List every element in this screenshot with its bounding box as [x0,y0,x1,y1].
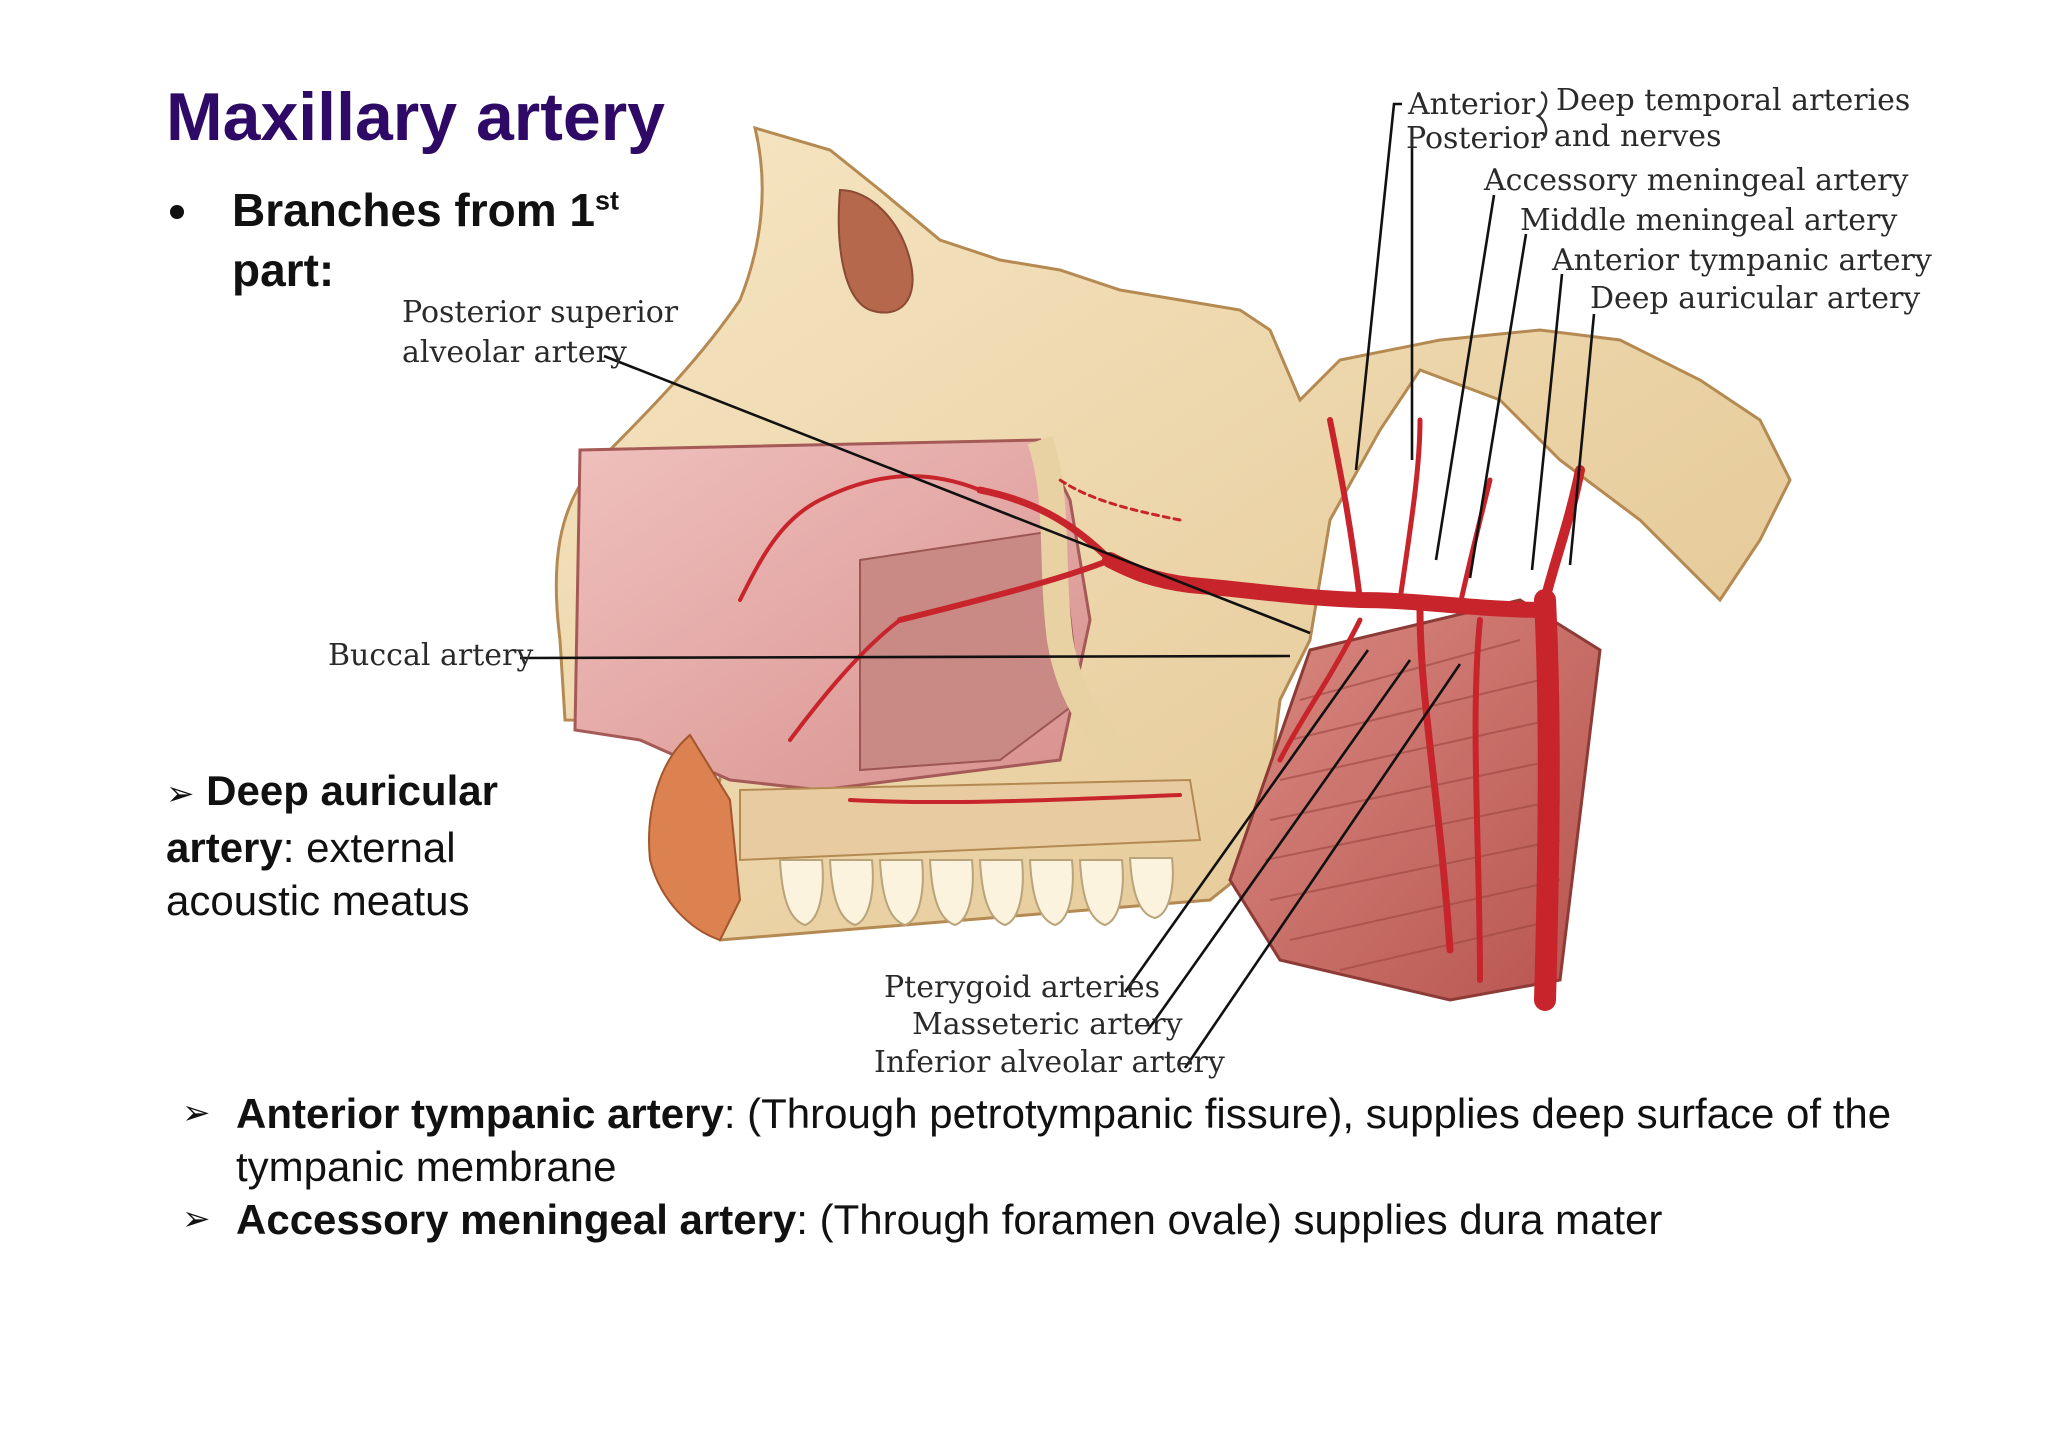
leader-lines [519,102,1596,1069]
arteries [738,417,1585,1011]
label-inferior-alveolar: Inferior alveolar artery [874,1045,1225,1080]
page-title: Maxillary artery [166,79,665,155]
superficial-temporal-artery [1540,465,1585,605]
teeth [778,857,1174,927]
label-anterior-tympanic: Anterior tympanic artery [1551,243,1932,278]
branches-heading-sup: st [595,185,620,216]
arrow-bullet: ➢ [182,1094,211,1132]
arrow-bullet: ➢ [182,1200,211,1238]
label-posterior-superior-1: Posterior superior [402,295,679,330]
label-posterior: Posterior [1406,121,1545,156]
label-pterygoid: Pterygoid arteries [884,970,1160,1005]
upper-lip [648,733,742,942]
frontal-sinus [837,188,914,314]
deep-auricular-note: ➢ Deep auricular artery: external acoust… [166,764,586,927]
deep-auricular-term-2: artery [166,824,283,871]
label-buccal: Buccal artery [328,638,533,673]
deep-auricular-rest-1: : external [282,824,456,871]
accessory-meningeal-term: Accessory meningeal artery [236,1196,797,1243]
deep-auricular-rest-2: acoustic meatus [166,877,470,924]
label-masseteric: Masseteric artery [912,1007,1183,1042]
label-deep-temporal-2: and nerves [1554,119,1721,154]
external-carotid-artery [1534,589,1560,1011]
branches-heading: Branches from 1st part: [232,180,732,300]
anterior-tympanic-term: Anterior tympanic artery [236,1090,724,1137]
label-posterior-superior-2: alveolar artery [402,335,627,370]
anterior-tympanic-note: ➢ Anterior tympanic artery: (Through pet… [182,1087,1902,1193]
bullet-dot [170,205,184,219]
label-accessory-meningeal: Accessory meningeal artery [1483,163,1908,198]
branches-heading-tail: part: [232,244,335,296]
brace [1535,90,1548,142]
arrow-bullet: ➢ [166,775,195,813]
label-anterior: Anterior [1407,87,1536,122]
anterior-tympanic-rest: : (Through petrotympanic fissure), suppl… [236,1090,1892,1190]
label-middle-meningeal: Middle meningeal artery [1520,203,1897,238]
accessory-meningeal-rest: : (Through foramen ovale) supplies dura … [796,1196,1663,1243]
label-deep-auricular: Deep auricular artery [1590,281,1920,316]
accessory-meningeal-note: ➢ Accessory meningeal artery: (Through f… [182,1193,1902,1246]
deep-auricular-term-1: Deep auricular [206,767,498,814]
label-deep-temporal-1: Deep temporal arteries [1556,83,1910,118]
branches-heading-text: Branches from 1 [232,184,596,236]
ethmoid-septa [1027,435,1138,771]
